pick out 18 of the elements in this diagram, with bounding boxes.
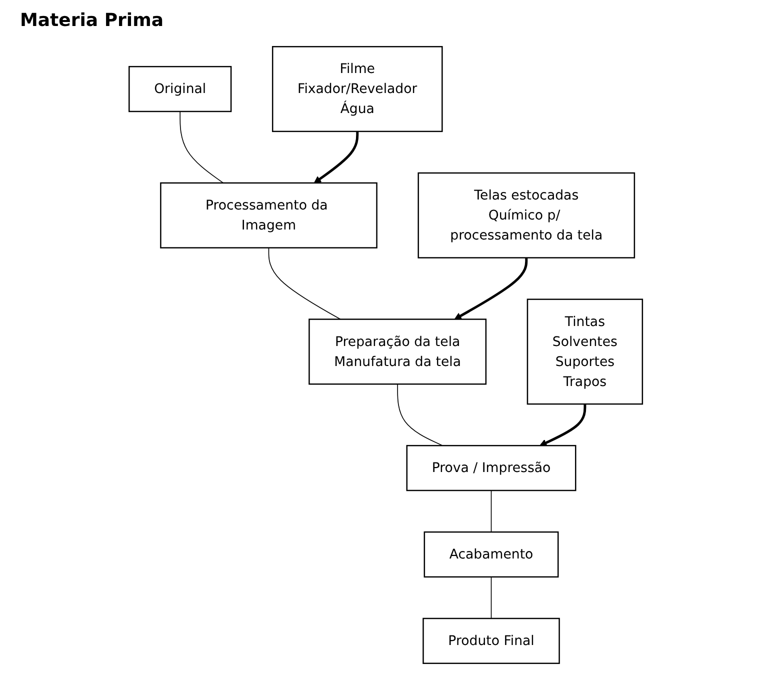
arrow	[539, 404, 586, 446]
node-box: Processamento da Imagem	[160, 182, 378, 248]
node-box: Filme Fixador/Revelador Água	[272, 46, 442, 132]
arrow	[314, 131, 358, 184]
connector	[396, 384, 443, 446]
connector	[490, 490, 492, 532]
node-box: Original	[128, 66, 232, 112]
connector	[268, 247, 341, 320]
arrow	[454, 258, 528, 320]
connector	[490, 576, 492, 619]
connector	[179, 111, 224, 184]
diagram-title: Materia Prima	[20, 10, 164, 31]
node-box: Acabamento	[424, 531, 558, 578]
node-box: Tintas Solventes Suportes Trapos	[526, 298, 643, 405]
node-box: Telas estocadas Químico p/ processamento da tela	[417, 172, 635, 258]
node-box: Prova / Impressão	[406, 444, 576, 492]
node-box: Produto Final	[422, 618, 560, 664]
node-box: Preparação da tela Manufatura da tela	[308, 318, 486, 385]
